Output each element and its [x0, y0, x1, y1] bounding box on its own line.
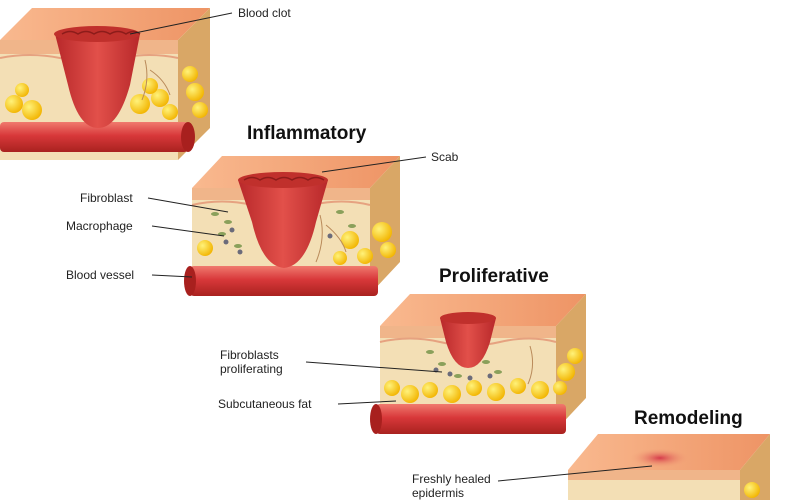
stage-title-remodeling: Remodeling [634, 408, 743, 429]
scab [238, 180, 328, 268]
label-blood-clot: Blood clot [238, 6, 291, 20]
blood-clot [55, 34, 140, 128]
blood-vessel [190, 266, 378, 296]
label-freshly-healed-epidermis: Freshly healed epidermis [412, 472, 491, 500]
label-scab: Scab [431, 150, 459, 164]
leader-lines [129, 12, 653, 482]
label-fibroblasts-proliferating-line1: Fibroblasts [220, 348, 279, 362]
block-inflammatory [184, 156, 400, 296]
label-fibroblasts-proliferating: Fibroblasts proliferating [220, 348, 283, 376]
proliferating-cells [433, 367, 493, 381]
blood-vessel [0, 122, 188, 152]
block-hemostasis [0, 8, 210, 160]
block-remodeling [568, 434, 770, 500]
label-fibroblasts-proliferating-line2: proliferating [220, 362, 283, 376]
fat-cells [197, 222, 396, 265]
fibroblast-cells [426, 350, 502, 378]
label-subcutaneous-fat: Subcutaneous fat [218, 397, 312, 411]
label-blood-vessel: Blood vessel [66, 268, 135, 282]
fibroblast-cells [211, 210, 356, 248]
blood-vessel [376, 404, 566, 434]
label-fibroblast: Fibroblast [80, 191, 133, 205]
block-proliferative [370, 294, 586, 434]
fat-cells [384, 348, 583, 403]
healing-tissue [440, 318, 496, 368]
healed-epidermis [630, 448, 690, 468]
label-freshly-healed-line2: epidermis [412, 486, 465, 500]
stage-title-inflammatory: Inflammatory [247, 123, 367, 144]
stage-title-proliferative: Proliferative [439, 266, 549, 287]
label-freshly-healed-line1: Freshly healed [412, 472, 491, 486]
fat-cells [5, 66, 208, 120]
macrophage-cells [223, 227, 333, 255]
label-macrophage: Macrophage [66, 219, 133, 233]
